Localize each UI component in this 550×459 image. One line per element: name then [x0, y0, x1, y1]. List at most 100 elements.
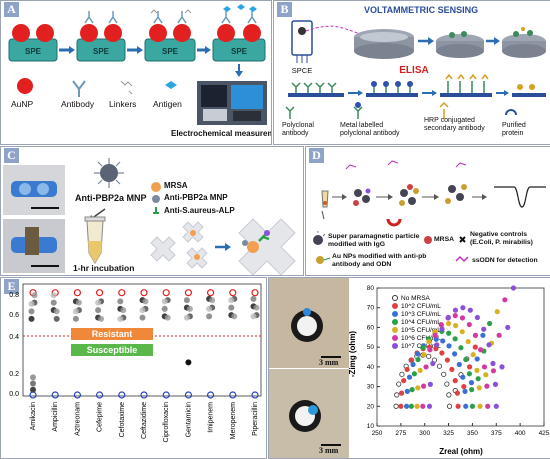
nyquist-point [404, 366, 410, 373]
baseline-ring [229, 391, 237, 399]
voltammetric-title: VOLTAMMETRIC SENSING [364, 5, 479, 15]
nyquist-point [470, 352, 476, 358]
legend-antigen: Antigen [153, 99, 182, 109]
nyquist-point [399, 371, 405, 377]
nyquist-point [481, 364, 488, 370]
nyquist-point [474, 367, 480, 373]
baseline-ring [162, 391, 170, 399]
nyquist-point [409, 387, 415, 393]
well-1 [354, 29, 414, 59]
y-tick-label: 50 [367, 344, 375, 351]
nyquist-point [426, 353, 432, 359]
mnp-label: Anti-PBP2a MNP [75, 193, 147, 203]
y-tick-labels: 0.0 0.2 0.4 0.6 0.8 [9, 292, 19, 398]
nyquist-point [454, 390, 460, 396]
legend-polyclonal: Polyclonal antibody [282, 122, 314, 137]
hrp-antibody-icon [439, 101, 449, 119]
nyquist-point [510, 285, 517, 291]
data-point [139, 314, 146, 321]
nyquist-point [415, 351, 421, 357]
panel-c-schematic [3, 158, 296, 275]
purified-protein-icon [505, 109, 517, 116]
panel-b: B VOLTAMMETRIC SENSING SPCE ELISA [273, 0, 550, 145]
panel-a-label: A [4, 2, 19, 17]
nyquist-point [410, 361, 416, 368]
resistant-ring [162, 289, 170, 297]
data-point [117, 315, 124, 322]
nyquist-point [468, 380, 475, 386]
nyquist-point [485, 403, 491, 409]
data-point [206, 313, 213, 320]
nyquist-point [472, 332, 479, 338]
spe-label-1: SPE [25, 47, 42, 56]
nyquist-point [420, 403, 426, 409]
legend-label: 10^6 CFU/mL [401, 335, 441, 342]
data-point [72, 308, 79, 315]
nyquist-point [490, 360, 496, 367]
nyquist-point [445, 320, 452, 327]
aunp-icon [17, 78, 33, 94]
particle-cluster-1 [353, 188, 371, 206]
data-point [53, 315, 60, 322]
nyquist-point [490, 368, 497, 374]
nyquist-point [493, 403, 499, 409]
nyquist-point [414, 403, 420, 409]
nyquist-point [477, 403, 483, 409]
nyquist-point [466, 364, 473, 370]
y-axis-label: -Zimg (ohm) [349, 331, 357, 378]
nyquist-point [452, 307, 459, 313]
data-point [72, 315, 79, 322]
x-tick-label: 400 [515, 430, 526, 437]
nyquist-point [444, 357, 450, 363]
resistant-ring [95, 289, 104, 297]
nyquist-point [452, 336, 458, 342]
well-2 [436, 31, 484, 58]
nyquist-point [421, 383, 427, 389]
data-point [142, 298, 149, 305]
antibiotic-label: Ciprofloxacin [163, 402, 170, 443]
ytick-4: 0.8 [9, 292, 19, 299]
data-point [50, 292, 57, 299]
legend-marker [392, 295, 398, 301]
legend-label: 10^5 CFU/mL [401, 327, 441, 334]
magnet-icon [386, 218, 402, 227]
y-tick-label: 40 [367, 364, 375, 371]
nyquist-point [474, 314, 480, 321]
data-point [164, 314, 171, 321]
nyquist-point [404, 388, 410, 394]
ytick-3: 0.6 [9, 312, 19, 319]
ytick-2: 0.4 [9, 334, 19, 341]
nyquist-point [452, 378, 458, 384]
nyquist-point [452, 351, 458, 357]
nyquist-point [460, 374, 466, 380]
dpv-peak-curve [494, 186, 546, 208]
nyquist-point [408, 403, 414, 409]
data-point [117, 298, 124, 305]
linker-icon [120, 80, 133, 95]
legend-metal-labelled: Metal labelled polyclonal antibody [340, 122, 400, 137]
antibiotic-label: Imipenem [208, 402, 215, 433]
data-point [186, 305, 193, 312]
nyquist-point [467, 307, 473, 313]
nyquist-point [446, 343, 452, 349]
panel-c: C [0, 146, 304, 276]
polyclonal-antibody-icon [285, 106, 295, 119]
nyquist-point [423, 364, 429, 370]
x-tick-label: 275 [395, 430, 406, 437]
spce-chip-icon [291, 20, 313, 63]
nyquist-point [472, 344, 478, 350]
data-point [228, 304, 235, 311]
data-point [30, 380, 36, 387]
nyquist-point [476, 385, 482, 391]
spe-electrode-3 [144, 9, 196, 62]
resistant-box [71, 328, 153, 340]
spe-label-2: SPE [93, 47, 110, 56]
ytick-0: 0.0 [9, 391, 19, 398]
nyquist-point [393, 403, 399, 409]
nyquist-point [484, 383, 490, 389]
nyquist-point [439, 350, 445, 356]
nyquist-point [494, 309, 500, 315]
